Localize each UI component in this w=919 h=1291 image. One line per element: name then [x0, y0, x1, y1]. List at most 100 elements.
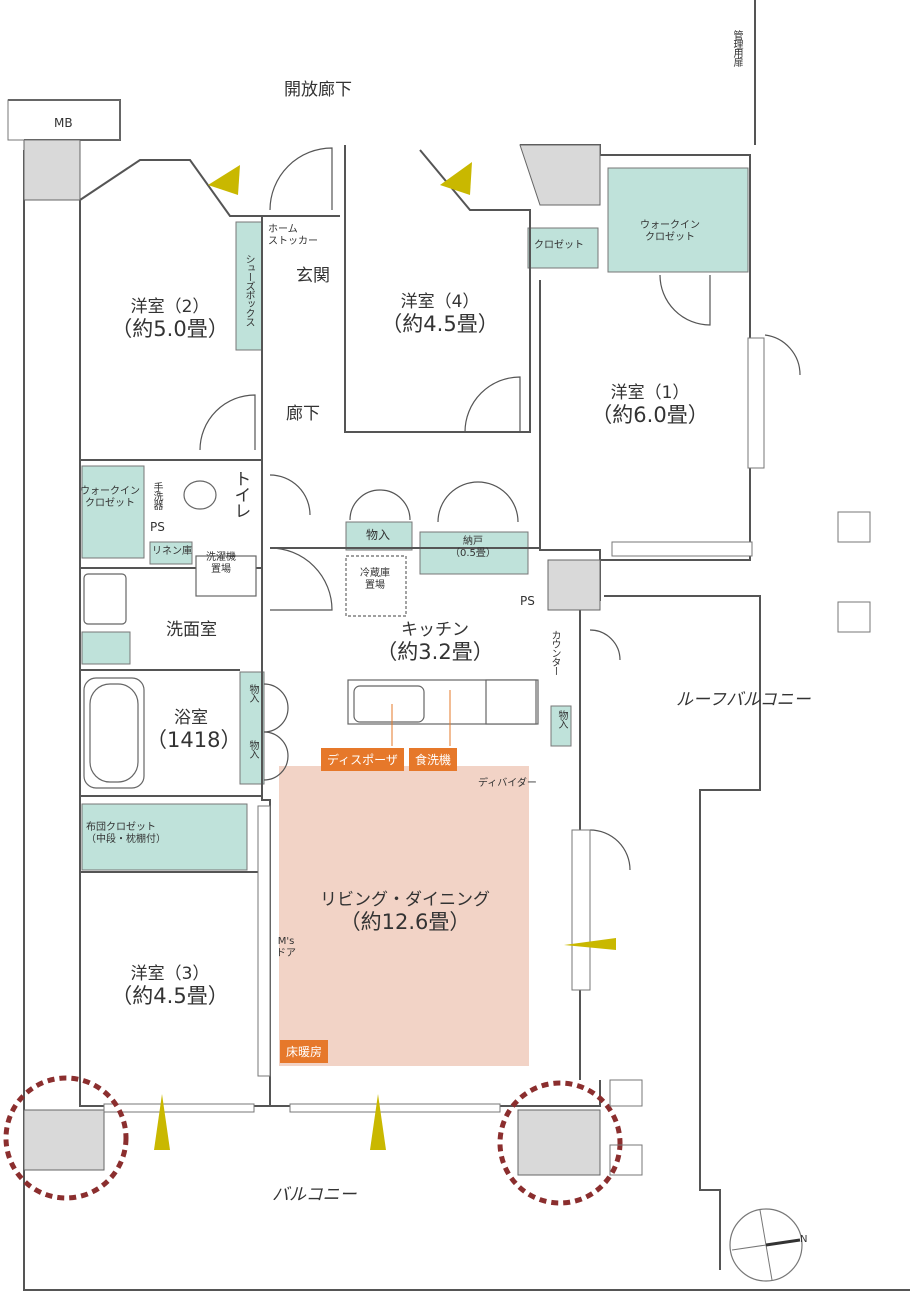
room-kitchen: キッチン （約3.2畳）	[365, 620, 505, 666]
ps-label-1: PS	[150, 520, 165, 534]
nando-label: 納戸 （0.5畳）	[450, 536, 496, 559]
window-east-2	[747, 337, 765, 469]
washer-label: 洗濯機 置場	[206, 552, 236, 575]
mb-box	[7, 99, 121, 141]
washroom-door-arc	[269, 547, 333, 611]
mono-bath-2-label: 物入	[247, 740, 258, 758]
highlight-circle-right	[497, 1080, 623, 1206]
roof-drain-2	[837, 601, 871, 633]
disposer-tag: ディスポーザ	[321, 748, 404, 771]
room-bath-size: （1418）	[146, 728, 242, 753]
room-living-size: （約12.6畳）	[339, 910, 471, 935]
vent-mark-4	[154, 1094, 170, 1150]
room-toilet-name: トイレ	[230, 470, 251, 518]
shoe-box-label: シューズボックス	[243, 254, 254, 326]
room-hallway-name: 廊下	[286, 404, 320, 424]
bath-door-arc	[263, 683, 289, 781]
closet-label: クロゼット	[534, 240, 584, 251]
roof-drain-3	[609, 1079, 643, 1107]
compass	[729, 1208, 803, 1282]
walkin-closet-1-label: ウォークイン クロゼット	[640, 220, 700, 243]
admin-door-label: 管理用扉	[731, 30, 742, 66]
north-west-wall	[79, 159, 340, 217]
room-western3: 洋室（3） （約4.5畳）	[100, 964, 240, 1010]
divider-label: ディバイダー	[478, 778, 537, 789]
walkin-closet-2-fill	[81, 465, 145, 559]
vent-mark-5	[370, 1094, 386, 1150]
room-western4: 洋室（4） （約4.5畳）	[360, 292, 520, 338]
home-stocker-label: ホーム ストッカー	[268, 224, 318, 247]
room-western3-size: （約4.5畳）	[111, 984, 229, 1009]
roof-balcony-label: ルーフバルコニー	[676, 690, 811, 710]
highlight-circle-left	[3, 1075, 129, 1201]
walkin-closet-2-label: ウォークイン クロゼット	[80, 486, 140, 509]
counter-arc	[589, 629, 621, 661]
toilet-bowl	[183, 480, 217, 510]
window-east-1	[571, 829, 591, 991]
toilet-shelf-label: 手洗器	[151, 482, 162, 509]
roof-drain-4	[609, 1144, 643, 1176]
bathtub-inner	[89, 683, 139, 783]
mono-bath-1-label: 物入	[247, 684, 258, 702]
room-western3-name: 洋室（3）	[130, 964, 210, 984]
futon-closet-label: 布団クロゼット （中段・枕棚付）	[86, 822, 166, 845]
room-western4-name: 洋室（4）	[400, 292, 480, 312]
closet-arc-1	[349, 489, 381, 521]
floor-heating-tag: 床暖房	[280, 1040, 329, 1063]
living-area-fill	[279, 766, 529, 1066]
south-wall	[262, 1080, 601, 1107]
room-washroom-name: 洗面室	[166, 620, 217, 640]
ms-door	[257, 805, 271, 1077]
open-corridor-label: 開放廊下	[284, 80, 352, 100]
washbasin	[83, 573, 127, 625]
column-sw	[23, 1109, 105, 1171]
room-kitchen-name: キッチン	[401, 620, 469, 640]
balcony-label: バルコニー	[272, 1185, 357, 1205]
stove	[485, 679, 537, 725]
room-western2-name: 洋室（2）	[130, 297, 210, 317]
vent-mark-2	[440, 162, 472, 195]
room-western1-name: 洋室（1）	[610, 383, 690, 403]
room2-door-arc	[199, 394, 256, 451]
window-south-2	[289, 1103, 501, 1113]
room1-door-arc	[659, 274, 711, 326]
room-living: リビング・ダイニング （約12.6畳）	[310, 890, 500, 936]
entry-door-arc	[269, 147, 333, 211]
nando-fill	[419, 531, 529, 575]
mono-1-fill	[345, 521, 413, 551]
north-label: N	[800, 1234, 808, 1245]
room-kitchen-size: （約3.2畳）	[376, 640, 494, 665]
window-south-room1	[611, 541, 753, 557]
fridge-label: 冷蔵庫 置場	[360, 568, 390, 591]
roof-door-arc	[764, 334, 801, 376]
futon-fill	[81, 803, 248, 871]
outer-wall	[23, 150, 910, 1291]
column-e	[547, 559, 601, 611]
column-ne	[519, 144, 601, 206]
column-nw	[23, 139, 81, 201]
room-western1-size: （約6.0畳）	[591, 403, 709, 428]
room-entrance-name: 玄関	[296, 266, 330, 286]
room4-door-arc	[464, 376, 521, 433]
balcony-door-arc	[589, 829, 631, 871]
column-se	[517, 1109, 601, 1176]
walkin-closet-1-fill	[607, 167, 749, 273]
nando-arc	[437, 481, 519, 523]
north-mid-wall	[344, 145, 531, 433]
room-western1: 洋室（1） （約6.0畳）	[580, 383, 720, 429]
window-south-1	[103, 1103, 255, 1113]
roof-drain-1	[837, 511, 871, 543]
room-western2-size: （約5.0畳）	[111, 317, 229, 342]
linen-fill	[149, 541, 193, 565]
linen-label: リネン庫	[152, 546, 192, 557]
mono-counter-fill	[550, 705, 572, 747]
toilet-door-arc	[269, 474, 311, 516]
shoe-box-fill	[235, 221, 263, 351]
sink	[353, 685, 425, 723]
dishwasher-tag: 食洗機	[409, 748, 458, 771]
mono-counter-label: 物入	[556, 710, 567, 728]
washroom-shelf-fill	[81, 631, 131, 665]
room-western2: 洋室（2） （約5.0畳）	[100, 297, 240, 343]
mono-bath-fill	[239, 671, 265, 785]
